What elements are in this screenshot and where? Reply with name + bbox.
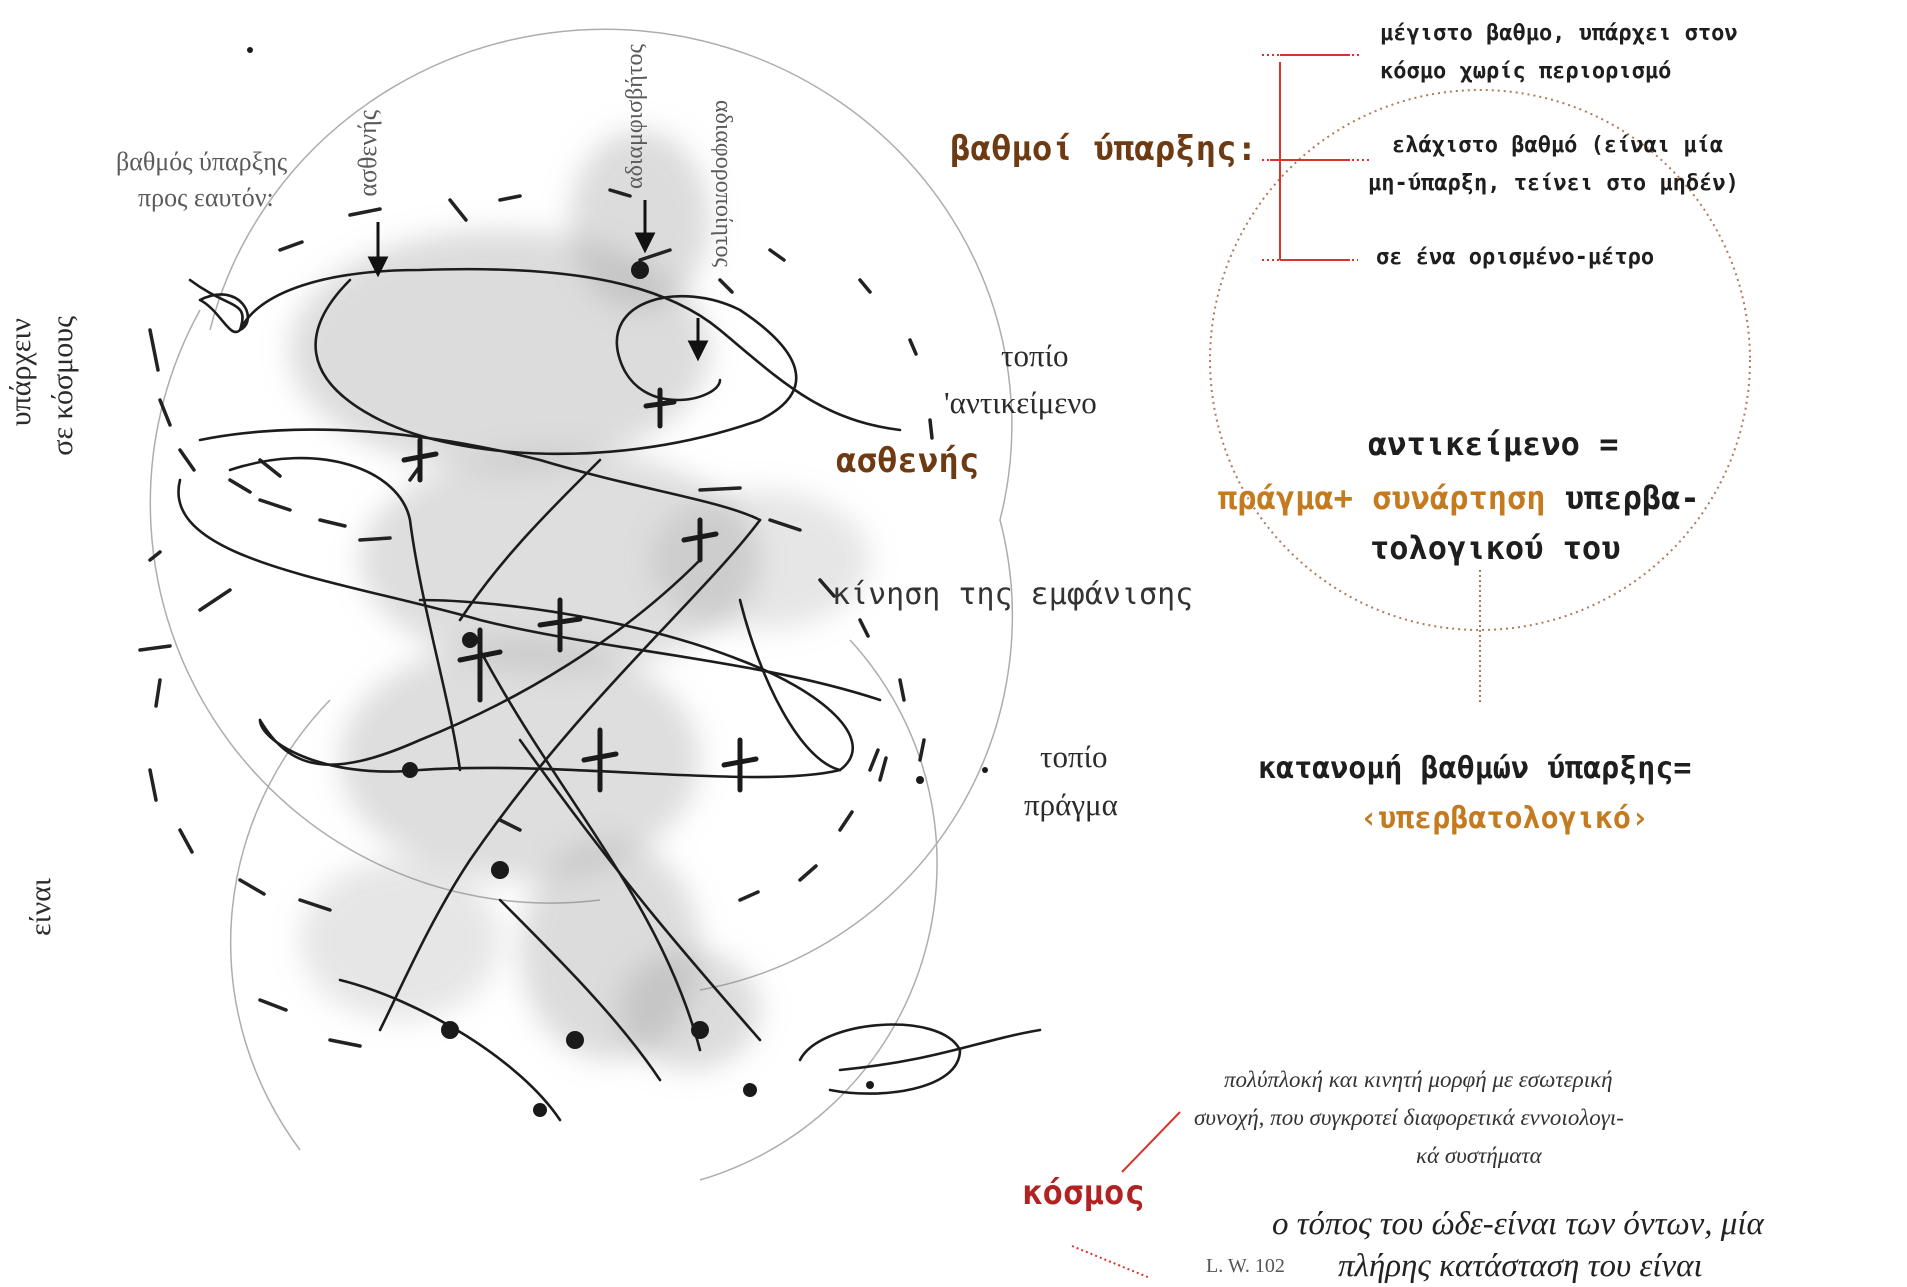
thing-function-text: πράγμα+ συνάρτηση [1218,479,1546,517]
degrees-heading: βαθμοί ύπαρξης: [950,129,1258,169]
arrow-icons [367,200,709,362]
world-desc-1: πολύπλοκή και κινητή μορφή με εσωτερική [1224,1067,1613,1092]
transcendental-text: υπερβα- [1545,479,1700,517]
world-quote-2: πλήρης κατάσταση του είναι [1338,1248,1703,1284]
object-def-line1: αντικείμενο = [1368,425,1619,463]
degree-max-2: κόσμο χωρίς περιορισμό [1380,59,1672,84]
label-being: είναι [24,878,57,937]
world-label: κόσμος [1022,1173,1145,1213]
label-degree-self-1: βαθμός ύπαρξης [116,147,288,176]
label-indisputable: αδιαμφισβήτος [622,44,648,189]
label-landscape-thing-1: τοπίο [1040,739,1108,774]
label-weak-bold: ασθενής [836,441,980,481]
sketch-circles [149,28,1014,1181]
sketch-lines [177,267,1042,1122]
label-indifferent: αδιαφοροποίητος [710,100,736,268]
distribution-line1: κατανομή βαθμών ύπαρξης= [1258,751,1692,786]
world-connectors [1071,1111,1181,1279]
object-def-line3: τολογικού του [1370,529,1621,567]
label-landscape-thing-2: πράγμα [1024,787,1118,822]
world-reference: L. W. 102 [1206,1255,1285,1277]
degree-max-1: μέγιστο βαθμο, υπάρχει στον [1380,21,1738,46]
world-quote-1: ο τόπος του ώδε-είναι των όντων, μία [1272,1206,1764,1242]
object-def-line2: πράγμα+ συνάρτηση υπερβα- [1218,478,1700,518]
label-exist-2: σε κόσμους [46,316,79,456]
label-landscape-object-2: 'αντικείμενο [944,385,1097,420]
degree-min-2: μη-ύπαρξη, τείνει στο μηδέν) [1368,171,1739,196]
world-desc-2: συνοχή, που συγκροτεί διαφορετικά εννοιο… [1194,1105,1624,1130]
label-degree-self-2: προς εαυτόν: [138,183,274,212]
degree-brackets [1270,54,1350,261]
label-movement: κίνηση της εμφάνισης [832,577,1194,612]
label-landscape-object-1: τοπίο [1001,338,1069,373]
degree-measure: σε ένα ορισμένο-μέτρο [1376,245,1655,270]
label-weak-vertical: ασθενής [353,110,382,197]
world-desc-3: κά συστήματα [1416,1143,1542,1168]
sketch-marks [247,47,988,1117]
label-exist-1: υπάρχειν [4,318,37,427]
degree-min-1: ελάχιστο βαθμό (είναι μία [1392,133,1724,158]
distribution-line2: ‹υπερβατολογικό› [1360,801,1649,836]
sketch-dashes [138,188,934,1048]
bracket-dots [1262,54,1372,261]
dotted-circle [1209,89,1751,631]
